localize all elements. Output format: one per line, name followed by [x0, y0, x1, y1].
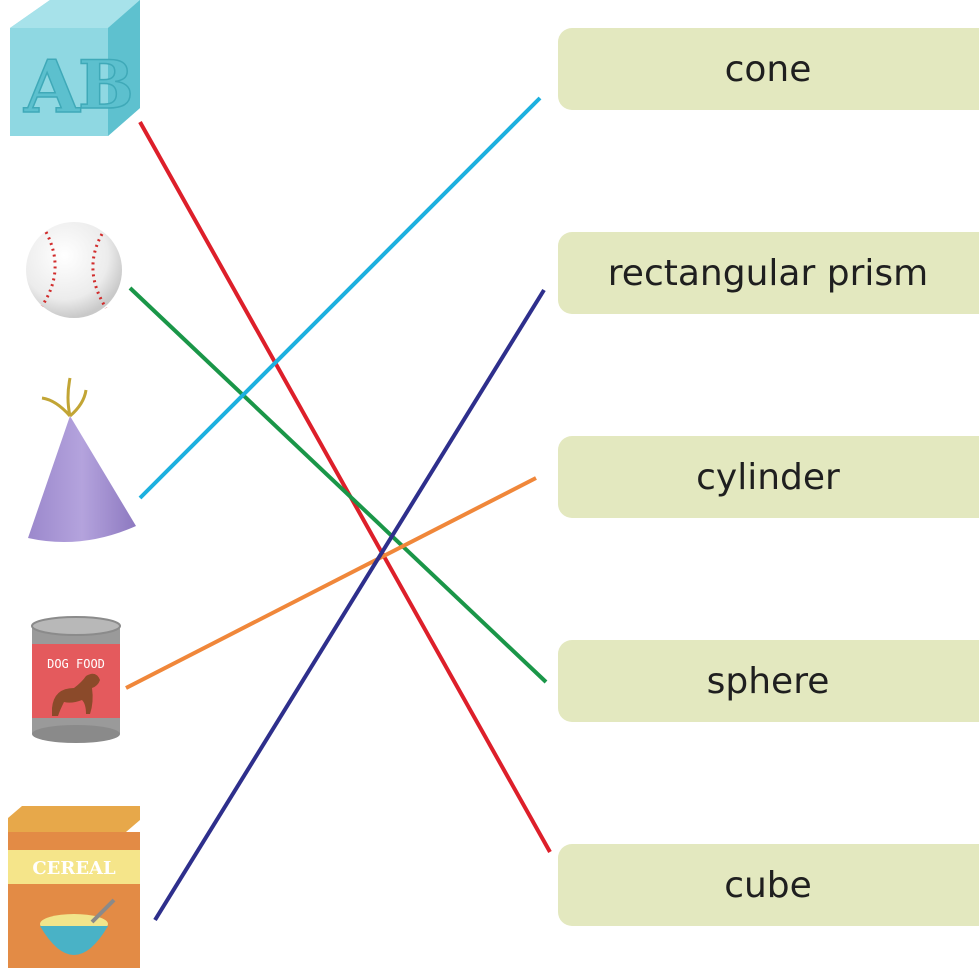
label-cylinder-text: cylinder	[696, 456, 840, 498]
match-line-dog-food-can-to-cylinder	[125, 476, 537, 690]
label-cone[interactable]: cone	[558, 28, 979, 110]
alphabet-block-image[interactable]: A B	[10, 0, 140, 138]
match-line-alphabet-block-to-cube	[138, 121, 552, 853]
label-cone-text: cone	[724, 48, 812, 90]
dog-food-can-image[interactable]: DOG FOOD	[30, 616, 122, 744]
label-cube[interactable]: cube	[558, 844, 979, 926]
label-cylinder[interactable]: cylinder	[558, 436, 979, 518]
cereal-box-image[interactable]: CEREAL	[8, 806, 140, 968]
label-cube-text: cube	[724, 864, 812, 906]
party-hat-image[interactable]	[26, 368, 142, 550]
label-rectangular-prism-text: rectangular prism	[607, 252, 929, 294]
block-letter-b: B	[78, 46, 134, 124]
match-line-party-hat-to-cone	[138, 96, 542, 500]
match-line-cereal-box-to-rectangular-prism	[153, 288, 546, 922]
label-sphere-text: sphere	[706, 660, 830, 702]
cereal-label: CEREAL	[32, 858, 116, 879]
can-label: DOG FOOD	[47, 657, 105, 671]
match-line-baseball-to-sphere	[128, 286, 548, 684]
label-rectangular-prism[interactable]: rectangular prism	[558, 232, 979, 314]
baseball-image[interactable]	[24, 220, 124, 320]
block-letter-a: A	[23, 44, 81, 129]
label-sphere[interactable]: sphere	[558, 640, 979, 722]
